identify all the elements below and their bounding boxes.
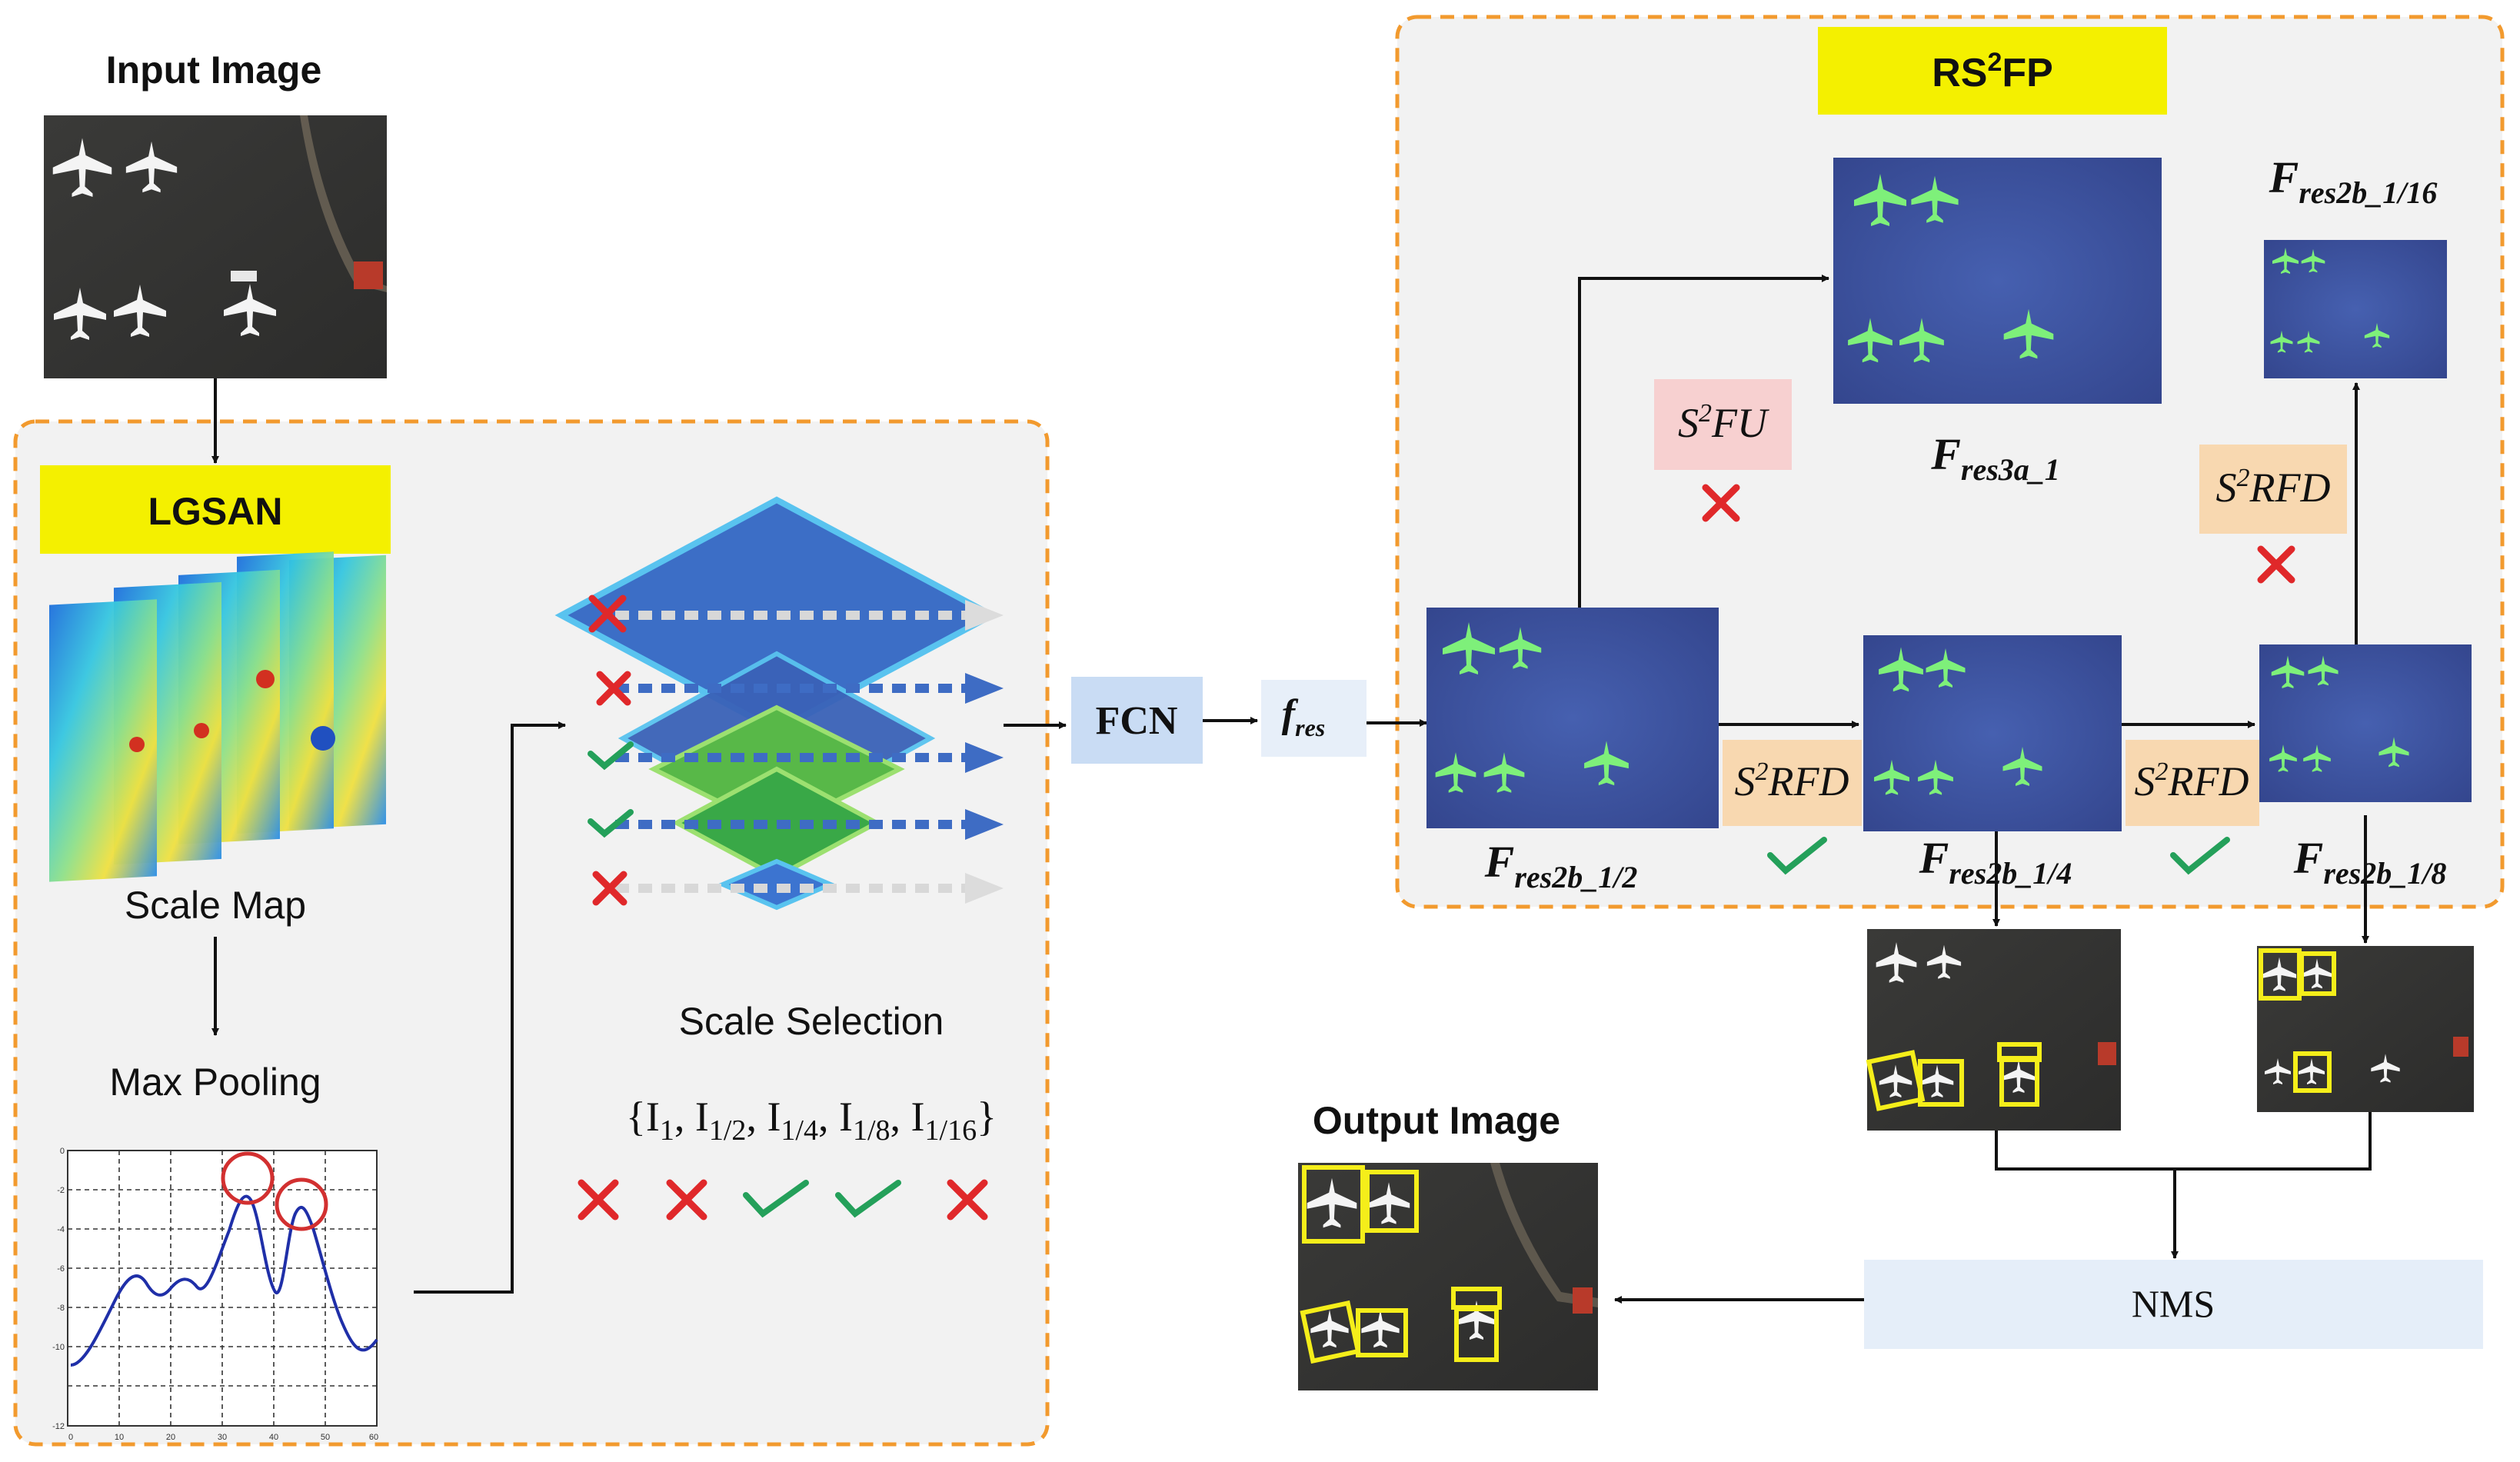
s2fu-module: S2FU bbox=[1654, 379, 1792, 470]
s2rfd-upper-cross-icon bbox=[2257, 545, 2295, 584]
output-image-title: Output Image bbox=[1313, 1099, 1560, 1142]
detection-image-1-4 bbox=[1866, 929, 2121, 1131]
selection-marks bbox=[578, 1179, 988, 1221]
input-image-title: Input Image bbox=[106, 48, 322, 92]
label-res2b-1-16: Fres2b_1/16 bbox=[2269, 152, 2438, 210]
plot-tick-y: -4 bbox=[57, 1225, 65, 1234]
selection-cross-icon bbox=[578, 1179, 619, 1221]
plot-tick-x: 40 bbox=[269, 1433, 278, 1442]
svg-text:S2RFD: S2RFD bbox=[2135, 758, 2249, 804]
scale-selection-label: Scale Selection bbox=[679, 1000, 944, 1043]
plot-tick-x: 10 bbox=[115, 1433, 124, 1442]
label-res2b-1-4: Fres2b_1/4 bbox=[1919, 833, 2072, 891]
selection-check-icon bbox=[743, 1180, 809, 1218]
plot-tick-x: 20 bbox=[166, 1433, 175, 1442]
s2rfd-module-2: S2RFD bbox=[2126, 740, 2259, 826]
lgsan-label: LGSAN bbox=[40, 465, 391, 554]
feature-map-res2b-1-4 bbox=[1863, 635, 2122, 831]
feature-map-res3a-1 bbox=[1833, 158, 2162, 404]
scale-map-stack bbox=[49, 551, 386, 882]
svg-text:S2RFD: S2RFD bbox=[1735, 758, 1849, 804]
max-pooling-plot: 0 10 20 30 40 50 60 0 -2 -4 -6 -8 -10 -1… bbox=[52, 1147, 378, 1442]
plot-tick-x: 50 bbox=[321, 1433, 330, 1442]
s2rfd-1-check-icon bbox=[1767, 837, 1827, 875]
plot-tick-y: -2 bbox=[57, 1186, 65, 1195]
svg-text:S2RFD: S2RFD bbox=[2216, 464, 2331, 511]
svg-text:FCN: FCN bbox=[1096, 699, 1178, 743]
feature-map-res2b-1-8 bbox=[2259, 644, 2472, 802]
plot-tick-y: -10 bbox=[52, 1343, 65, 1352]
rs2fp-label: RS2FP bbox=[1818, 27, 2167, 115]
detection-image-1-8 bbox=[2257, 946, 2474, 1112]
s2fu-cross-icon bbox=[1702, 484, 1740, 522]
fcn-block: FCN bbox=[1071, 677, 1203, 764]
feature-map-res2b-1-16 bbox=[2264, 240, 2447, 378]
scale-set-formula: {I1, I1/2, I1/4, I1/8, I1/16} bbox=[626, 1094, 997, 1147]
label-res3a-1: Fres3a_1 bbox=[1930, 429, 2060, 487]
svg-text:S2FU: S2FU bbox=[1678, 399, 1769, 446]
label-res2b-1-2: Fres2b_1/2 bbox=[1484, 837, 1638, 894]
plot-tick-x: 60 bbox=[369, 1433, 378, 1442]
feature-map-res2b-1-2 bbox=[1426, 608, 1719, 828]
scale-selection-pyramid bbox=[554, 496, 1004, 911]
plot-tick-y: 0 bbox=[60, 1147, 65, 1156]
input-image bbox=[44, 115, 387, 378]
svg-text:RS2FP: RS2FP bbox=[1932, 48, 2053, 95]
plot-tick-y: -8 bbox=[57, 1304, 65, 1313]
s2rfd-module-upper: S2RFD bbox=[2199, 445, 2347, 534]
s2rfd-2-check-icon bbox=[2170, 837, 2230, 875]
svg-text:LGSAN: LGSAN bbox=[148, 490, 283, 533]
svg-text:fres: fres bbox=[1282, 692, 1325, 741]
svg-text:NMS: NMS bbox=[2132, 1282, 2215, 1325]
selection-cross-icon bbox=[666, 1179, 707, 1221]
plot-tick-x: 0 bbox=[68, 1433, 73, 1442]
label-res2b-1-8: Fres2b_1/8 bbox=[2293, 833, 2447, 891]
plot-tick-x: 30 bbox=[218, 1433, 227, 1442]
plot-tick-y: -6 bbox=[57, 1264, 65, 1274]
fres-block: fres bbox=[1261, 680, 1367, 757]
scale-map-label: Scale Map bbox=[125, 884, 306, 927]
nms-block: NMS bbox=[1864, 1260, 2483, 1349]
selection-cross-icon bbox=[947, 1179, 988, 1221]
output-image bbox=[1298, 1163, 1598, 1390]
max-pooling-label: Max Pooling bbox=[109, 1061, 321, 1104]
plot-tick-y: -12 bbox=[52, 1422, 65, 1431]
s2rfd-module-1: S2RFD bbox=[1723, 740, 1862, 826]
selection-check-icon bbox=[835, 1180, 901, 1218]
